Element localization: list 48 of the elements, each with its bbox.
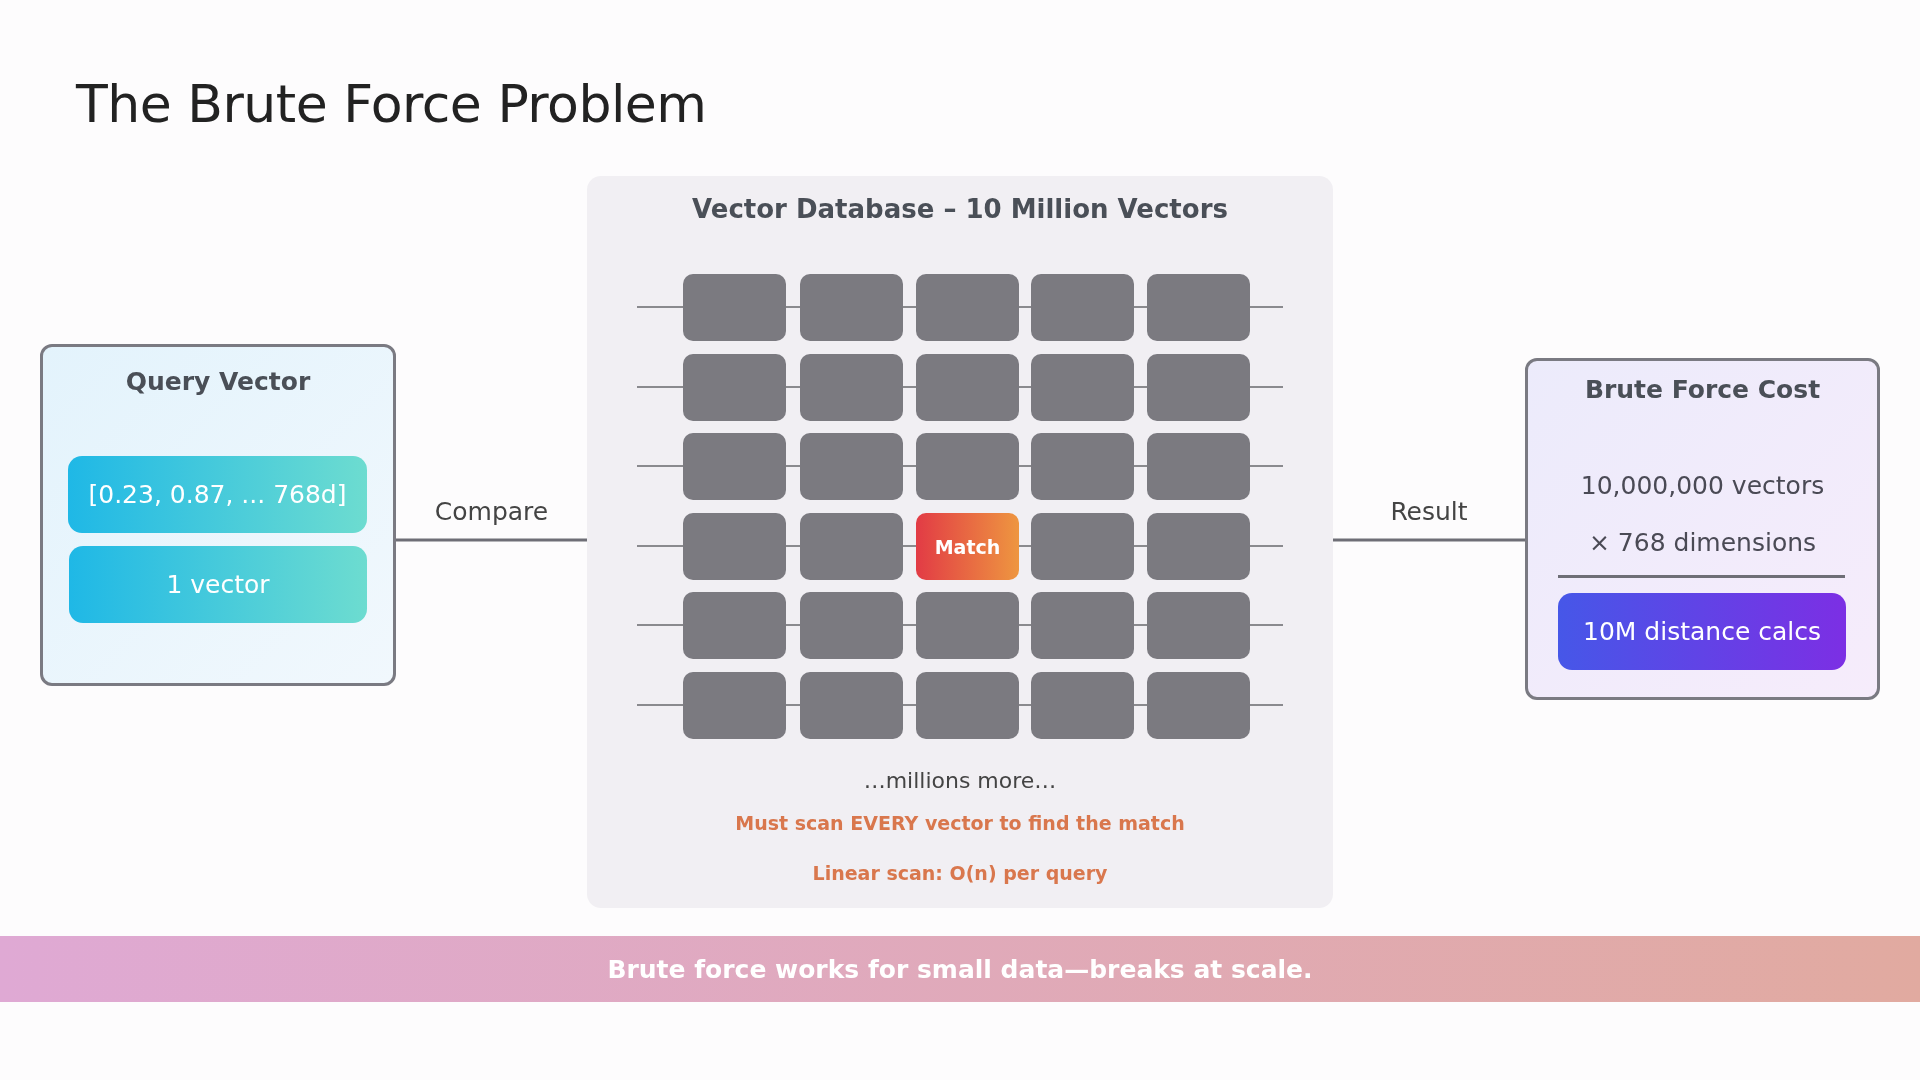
stat-text: × 768 dimensions xyxy=(1587,528,1818,557)
summary-banner: Brute force works for small data—breaks at scale. xyxy=(0,936,1920,1002)
page-title: The Brute Force Problem xyxy=(76,74,707,134)
vector-cell xyxy=(1147,433,1250,500)
cost-panel xyxy=(1525,358,1880,700)
panel-heading: Query Vector xyxy=(124,367,312,396)
vector-cell xyxy=(1031,513,1134,580)
query-panel xyxy=(40,344,396,686)
vector-cell xyxy=(1147,592,1250,659)
vector-cell xyxy=(1147,354,1250,421)
complexity-text: Linear scan: O(n) per query xyxy=(811,862,1109,884)
vector-cell xyxy=(1031,274,1134,341)
connector-line xyxy=(396,538,587,542)
vector-cell xyxy=(683,592,786,659)
vector-cell xyxy=(800,354,903,421)
vector-cell xyxy=(916,274,1019,341)
vector-cell xyxy=(1147,274,1250,341)
vector-cell xyxy=(683,274,786,341)
vector-cell xyxy=(683,433,786,500)
vector-value-chip: [0.23, 0.87, ... 768d] xyxy=(68,456,367,533)
vector-cell xyxy=(1031,592,1134,659)
match-cell: Match xyxy=(916,513,1019,580)
vector-cell xyxy=(1031,354,1134,421)
vector-cell xyxy=(1147,672,1250,739)
vector-cell xyxy=(683,672,786,739)
vector-cell xyxy=(800,433,903,500)
warning-text: Must scan EVERY vector to find the match xyxy=(734,812,1186,834)
database-panel xyxy=(587,176,1333,908)
stat-text: 10,000,000 vectors xyxy=(1579,471,1826,500)
vector-cell xyxy=(916,672,1019,739)
vector-cell xyxy=(800,274,903,341)
vector-cell xyxy=(1031,672,1134,739)
vector-cell xyxy=(683,513,786,580)
vector-cell xyxy=(916,433,1019,500)
vector-cell xyxy=(916,592,1019,659)
vector-cell xyxy=(800,672,903,739)
panel-heading: Brute Force Cost xyxy=(1583,375,1822,404)
vector-cell xyxy=(683,354,786,421)
note-text: …millions more… xyxy=(862,768,1058,793)
vector-cell xyxy=(1147,513,1250,580)
vector-cell xyxy=(800,513,903,580)
vector-count-chip: 1 vector xyxy=(69,546,367,623)
result-chip: 10M distance calcs xyxy=(1558,593,1846,670)
vector-cell xyxy=(916,354,1019,421)
vector-cell xyxy=(1031,433,1134,500)
vector-cell xyxy=(800,592,903,659)
panel-heading: Vector Database – 10 Million Vectors xyxy=(691,194,1229,224)
connector-line xyxy=(1333,538,1525,542)
